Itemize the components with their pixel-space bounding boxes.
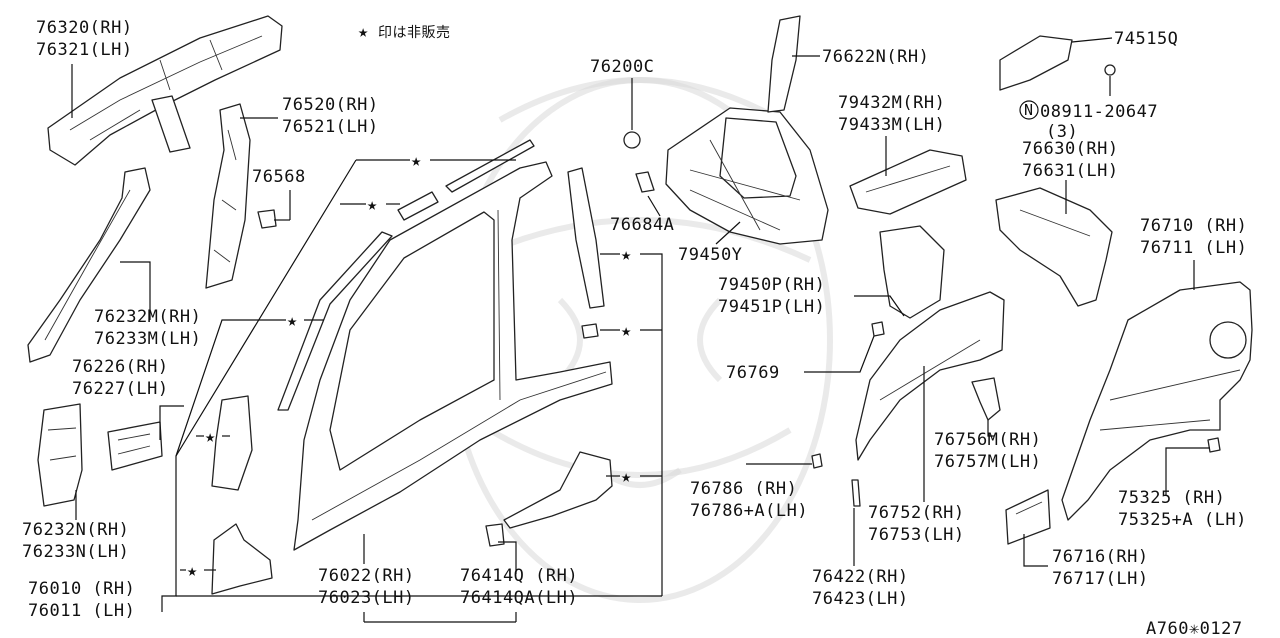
label-76010: 76010 (RH) <box>28 579 135 599</box>
label-76520: 76520(RH) <box>282 95 379 115</box>
label-76321: 76321(LH) <box>36 40 133 60</box>
label-76233m: 76233M(LH) <box>94 329 201 349</box>
label-76022: 76022(RH) <box>318 566 415 586</box>
label-76568: 76568 <box>252 167 306 187</box>
star-marker: ★ <box>187 561 198 581</box>
label-76684a: 76684A <box>610 215 674 235</box>
part-76568-clip <box>257 209 277 229</box>
nut-circle-icon <box>1019 100 1039 120</box>
label-76422: 76422(RH) <box>812 567 909 587</box>
label-76752: 76752(RH) <box>868 503 965 523</box>
label-08911-circle: N <box>1024 101 1034 119</box>
label-76630: 76630(RH) <box>1022 139 1119 159</box>
legend-star-icon: ★ <box>358 22 369 42</box>
label-76622n: 76622N(RH) <box>822 47 929 67</box>
part-starred-strips <box>277 139 535 411</box>
label-75325: 75325 (RH) <box>1118 488 1225 508</box>
label-79451p: 79451P(LH) <box>718 297 825 317</box>
label-76716: 76716(RH) <box>1052 547 1149 567</box>
label-76423: 76423(LH) <box>812 589 909 609</box>
non-sale-stars: ★ ★ ★ ★ ★ ★ ★ ★ <box>187 151 632 581</box>
star-marker: ★ <box>367 195 378 215</box>
label-79450p: 79450P(RH) <box>718 275 825 295</box>
legend-note-text: 印は非販売 <box>378 25 451 41</box>
label-76631: 76631(LH) <box>1022 161 1119 181</box>
label-76414qa: 76414QA(LH) <box>460 588 578 608</box>
part-76422-strip <box>851 479 861 507</box>
label-76757m: 76757M(LH) <box>934 452 1041 472</box>
part-76232m-pillar-reinforcement <box>27 167 151 363</box>
star-marker: ★ <box>287 311 298 331</box>
part-76010-bracket <box>211 523 273 595</box>
label-76232n: 76232N(RH) <box>22 520 129 540</box>
part-starred-b-pillar <box>567 167 605 339</box>
label-76227: 76227(LH) <box>72 379 169 399</box>
part-76630-panel <box>995 187 1113 307</box>
part-labels: 76320(RH) 76321(LH) 76520(RH) 76521(LH) … <box>22 18 1247 638</box>
part-76710-rear-fender <box>1061 281 1253 521</box>
label-76786a: 76786+A(LH) <box>690 501 808 521</box>
label-76320: 76320(RH) <box>36 18 133 38</box>
legend-note: ★ 印は非販売 <box>358 22 451 42</box>
star-marker: ★ <box>411 151 422 171</box>
label-08911: 08911-20647 <box>1040 102 1158 122</box>
part-76684a-grommet <box>635 171 655 193</box>
label-08911-qty: (3) <box>1046 122 1078 142</box>
label-76753: 76753(LH) <box>868 525 965 545</box>
label-76200c: 76200C <box>590 57 654 77</box>
label-76756m: 76756M(RH) <box>934 430 1041 450</box>
part-79432m-panel <box>849 149 967 215</box>
part-76752-wheel-arch <box>855 291 1005 461</box>
part-79450p-panel <box>879 225 945 319</box>
label-76717: 76717(LH) <box>1052 569 1149 589</box>
label-79450y: 79450Y <box>678 245 742 265</box>
star-marker: ★ <box>621 321 632 341</box>
part-74515q-bracket <box>999 35 1116 91</box>
leader-lines <box>71 37 1210 623</box>
part-79450y-wheelhouse <box>665 107 829 245</box>
star-marker: ★ <box>621 245 632 265</box>
label-76786: 76786 (RH) <box>690 479 797 499</box>
label-74515q: 74515Q <box>1114 29 1178 49</box>
label-76233n: 76233N(LH) <box>22 542 129 562</box>
part-76414q-sill-bracket <box>485 451 613 547</box>
label-76232m: 76232M(RH) <box>94 307 201 327</box>
part-76200c-clip <box>623 131 641 149</box>
label-79433m: 79433M(LH) <box>838 115 945 135</box>
label-76023: 76023(LH) <box>318 588 415 608</box>
label-75325a: 75325+A (LH) <box>1118 510 1247 530</box>
label-76226: 76226(RH) <box>72 357 169 377</box>
part-76022-body-side-outer <box>293 161 613 551</box>
part-76786-clip <box>811 453 823 469</box>
part-76769-clip <box>871 321 885 337</box>
label-76521: 76521(LH) <box>282 117 379 137</box>
label-76011: 76011 (LH) <box>28 601 135 621</box>
part-76520-pillar <box>205 103 251 289</box>
label-76710: 76710 (RH) <box>1140 216 1247 236</box>
part-76232n-bracket <box>37 403 83 507</box>
label-76769: 76769 <box>726 363 780 383</box>
part-76622n-pillar-trim <box>767 15 801 113</box>
label-76711: 76711 (LH) <box>1140 238 1247 258</box>
part-76756m-bracket <box>971 377 1001 421</box>
star-marker: ★ <box>621 467 632 487</box>
part-76320-roof-rail <box>47 15 283 166</box>
part-76226-plate <box>107 421 163 471</box>
part-75325-clip <box>1207 437 1221 453</box>
label-79432m: 79432M(RH) <box>838 93 945 113</box>
drawing-code: A760✳0127 <box>1146 619 1243 638</box>
part-starred-pillar-lower <box>211 395 253 491</box>
part-76716-panel <box>1005 489 1051 545</box>
label-76414q: 76414Q (RH) <box>460 566 578 586</box>
star-marker: ★ <box>205 427 216 447</box>
